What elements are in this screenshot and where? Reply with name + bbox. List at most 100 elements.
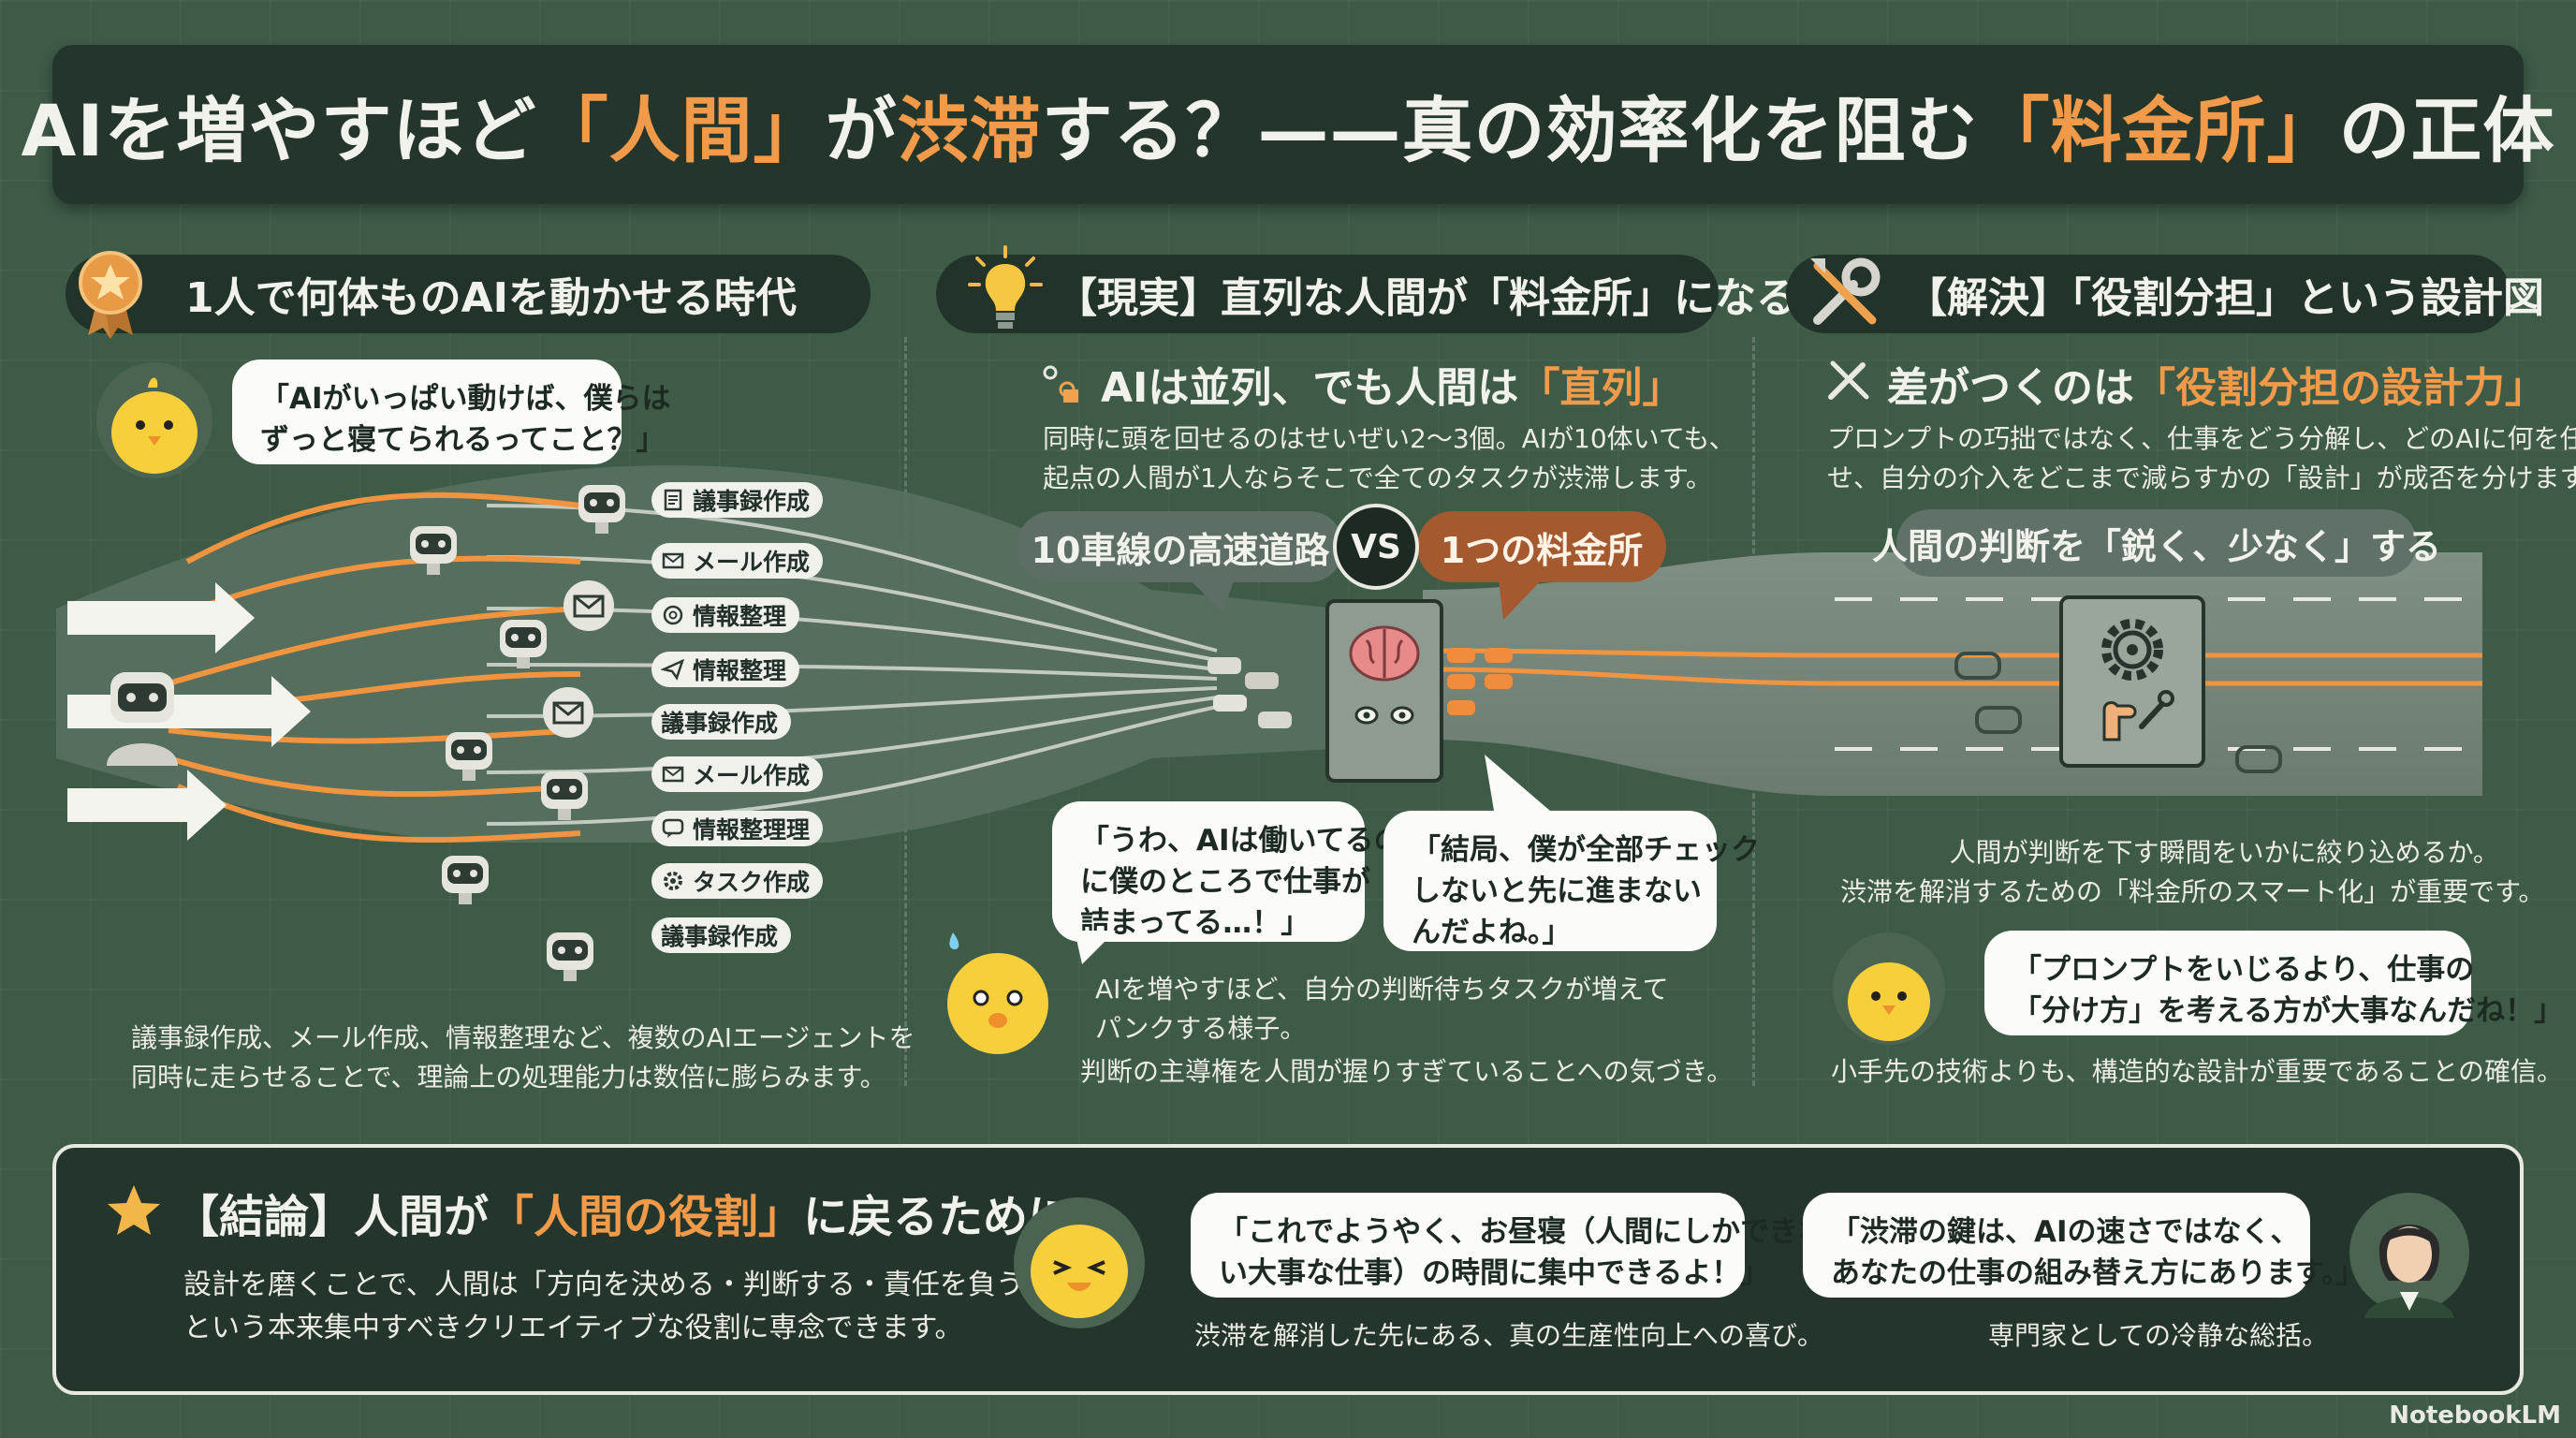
- section2-body: 同時に頭を回せるのはせいぜい2〜3個。AIが10体いても、 起点の人間が1人なら…: [1043, 419, 1735, 498]
- section2-bubble2-line2: しないと先に進まない: [1412, 874, 1702, 908]
- at-sign-icon: [661, 603, 685, 627]
- section3-body: プロンプトの巧拙ではなく、仕事をどう分解し、どのAIに何を任 せ、自分の介入をど…: [1827, 419, 2576, 498]
- smart-toll-gate: [2059, 595, 2205, 768]
- parallel-serial-icon: [1039, 361, 1086, 406]
- tollbooth-pill: 1つの料金所: [1417, 511, 1666, 582]
- conclusion-heading-text-a: 【結論】人間が: [174, 1191, 490, 1243]
- section3-footer-text: 小手先の技術よりも、構造的な設計が重要であることの確信。: [1831, 1056, 2564, 1087]
- section3-pill-label: 人間の判断を「鋭く、少なく」する: [1872, 525, 2442, 567]
- bubble-tail: [1075, 931, 1116, 964]
- section2-speech-bubble-1: 「うわ、AIは働いてるの に僕のところで仕事が 詰まってる…！」: [1052, 801, 1403, 942]
- page-title: AIを増やすほど「人間」が渋滞する？——真の効率化を阻む「料金所」の正体: [21, 45, 2554, 204]
- section2-sub-highlight: 「直列」: [1518, 364, 1684, 412]
- star-icon: [108, 1185, 160, 1235]
- highway-cars: [1954, 652, 2282, 773]
- happy-chick-icon: [1014, 1197, 1145, 1328]
- task-label: メール作成: [693, 762, 811, 789]
- section2-body-line1: 同時に頭を回せるのはせいぜい2〜3個。AIが10体いても、: [1043, 423, 1735, 454]
- conclusion-heading: 【結論】人間が「人間の役割」に戻るために: [174, 1180, 1073, 1245]
- conclusion-bubble1-line2: い大事な仕事）の時間に集中できるよ！」: [1219, 1256, 1770, 1290]
- medal-icon: [79, 251, 142, 339]
- robot-icon: [573, 479, 631, 536]
- section3-sub-highlight: 「役割分担の設計力」: [2134, 364, 2546, 412]
- highway-lane-marks: [1835, 597, 2482, 751]
- section2-speech-bubble-2: 「結局、僕が全部チェック しないと先に進まない んだよね。」: [1383, 811, 1760, 951]
- tools-icon: [1825, 356, 1872, 403]
- document-icon: [661, 488, 685, 512]
- section3-heading: 【解決】「役割分担」という設計図: [1786, 255, 2544, 333]
- brand-label: NotebookLM: [2389, 1401, 2561, 1430]
- section3-caption: 人間が判断を下す瞬間をいかに絞り込めるか。 渋滞を解消するための「料金所のスマー…: [1840, 833, 2544, 912]
- lightbulb-icon: [968, 245, 1043, 329]
- section3-speech-bubble: 「プロンプトをいじるより、仕事の 「分け方」を考える方が大事なんだね！」: [1984, 931, 2564, 1035]
- title-part-3: する？——真の効率化を阻む: [1041, 89, 1979, 172]
- conclusion-body-line2: という本来集中すべきクリエイティブな役割に専念できます。: [183, 1312, 963, 1344]
- title-part-4: の正体: [2338, 89, 2555, 172]
- section1-bubble-line2: ずっと寝てられるってこと？」: [260, 423, 666, 457]
- section3-bubble-line1: 「プロンプトをいじるより、仕事の: [2012, 953, 2475, 987]
- section2-subheading: AIは並列、でも人間は「直列」: [1101, 354, 1683, 414]
- tollbooth-pill-label: 1つの料金所: [1440, 529, 1644, 571]
- section3-bubble-line2: 「分け方」を考える方が大事なんだね！」: [2012, 994, 2564, 1028]
- robot-icon: [436, 850, 494, 906]
- tollbooth-pill-pointer: [1498, 571, 1550, 620]
- task-chip: 議事録作成: [651, 917, 792, 953]
- section3-body-line2: せ、自分の介入をどこまで減らすかの「設計」が成否を分けます。: [1827, 462, 2576, 493]
- task-label: メール作成: [693, 549, 811, 576]
- expert-avatar: [2349, 1193, 2469, 1318]
- vs-badge: VS: [1333, 504, 1419, 590]
- title-part-2: が: [825, 89, 898, 172]
- section2-bubble1-line3: 詰まってる…！」: [1080, 906, 1310, 940]
- section3-sub-text: 差がつくのは: [1887, 364, 2134, 412]
- highway-pill: 10車線の高速道路: [1017, 511, 1344, 582]
- title-highlight-1: 「人間」: [536, 89, 826, 172]
- task-label: タスク作成: [693, 869, 811, 896]
- conclusion-heading-highlight: 「人間の役割」: [489, 1191, 804, 1243]
- section2-bubble1-line2: に僕のところで仕事が: [1080, 865, 1370, 899]
- section1-body-line2: 同時に走らせることで、理論上の処理能力は数倍に膨らみます。: [131, 1062, 886, 1093]
- section2-bubble1-line1: 「うわ、AIは働いてるの: [1080, 824, 1403, 858]
- gear-icon: [661, 869, 685, 893]
- section1-heading-text: 1人で何体ものAIを動かせる時代: [185, 274, 798, 322]
- task-chip: 情報整理: [651, 597, 800, 633]
- queued-cars: [1208, 648, 1513, 728]
- vs-label: VS: [1351, 527, 1401, 566]
- mail-icon: [541, 685, 595, 740]
- white-flow-lines: [486, 504, 1218, 826]
- conclusion-caption-2: 専門家としての冷静な総括。: [1988, 1316, 2328, 1356]
- task-label: 情報整理: [693, 657, 787, 684]
- worried-chick-icon: [947, 932, 1048, 1054]
- task-chip: メール作成: [651, 756, 824, 792]
- wrench-screwdriver-icon: [1810, 257, 1881, 325]
- section1-body: 議事録作成、メール作成、情報整理など、複数のAIエージェントを 同時に走らせるこ…: [131, 1019, 915, 1097]
- toll-booth: [1325, 599, 1443, 783]
- task-chip: メール作成: [651, 543, 824, 579]
- gear-icon: [2101, 619, 2163, 681]
- highway-pill-label: 10車線の高速道路: [1031, 529, 1330, 571]
- bubble-tail: [1485, 755, 1550, 811]
- conclusion-caption1-text: 渋滞を解消した先にある、真の生産性向上への喜び。: [1194, 1320, 1824, 1351]
- section2-body-line2: 起点の人間が1人ならそこで全てのタスクが渋滞します。: [1043, 462, 1713, 493]
- section3-subheading: 差がつくのは「役割分担の設計力」: [1887, 354, 2546, 414]
- section2-caption-line1: AIを増やすほど、自分の判断待ちタスクが増えて: [1095, 974, 1669, 1005]
- conclusion-bubble2-line2: あなたの仕事の組み替え方にあります。」: [1831, 1256, 2365, 1290]
- send-icon: [660, 657, 685, 682]
- conclusion-bubble1-line1: 「これでようやく、お昼寝（人間にしかできな: [1219, 1215, 1828, 1249]
- section2-caption-line3: 判断の主導権を人間が握りすぎていることへの気づき。: [1080, 1056, 1734, 1087]
- robot-icon: [404, 521, 462, 577]
- section3-heading-text: 【解決】「役割分担」という設計図: [1906, 274, 2544, 322]
- section2-heading-text: 【現実】直列な人間が「料金所」になる: [1056, 274, 1797, 322]
- task-chip: 議事録作成: [651, 704, 792, 740]
- section3-pill: 人間の判断を「鋭く、少なく」する: [1872, 509, 2441, 577]
- section3-footer: 小手先の技術よりも、構造的な設計が重要であることの確信。: [1831, 1052, 2563, 1092]
- mail-icon: [661, 549, 685, 573]
- chick-character-icon: [1833, 932, 1945, 1045]
- section1-speech-bubble: 「AIがいっぱい動けば、僕らは ずっと寝てられるってこと？」: [232, 360, 671, 464]
- conclusion-body: 設計を磨くことで、人間は「方向を決める・判断する・責任を負う」 という本来集中す…: [183, 1264, 1052, 1350]
- section3-body-line1: プロンプトの巧拙ではなく、仕事をどう分解し、どのAIに何を任: [1827, 423, 2576, 454]
- task-label: 議事録作成: [661, 710, 779, 737]
- chat-icon: [661, 816, 685, 841]
- section2-caption: AIを増やすほど、自分の判断待ちタスクが増えて パンクする様子。: [1095, 970, 1669, 1049]
- robot-icon: [535, 766, 593, 822]
- section2-sub-text: AIは並列、でも人間は: [1101, 364, 1519, 412]
